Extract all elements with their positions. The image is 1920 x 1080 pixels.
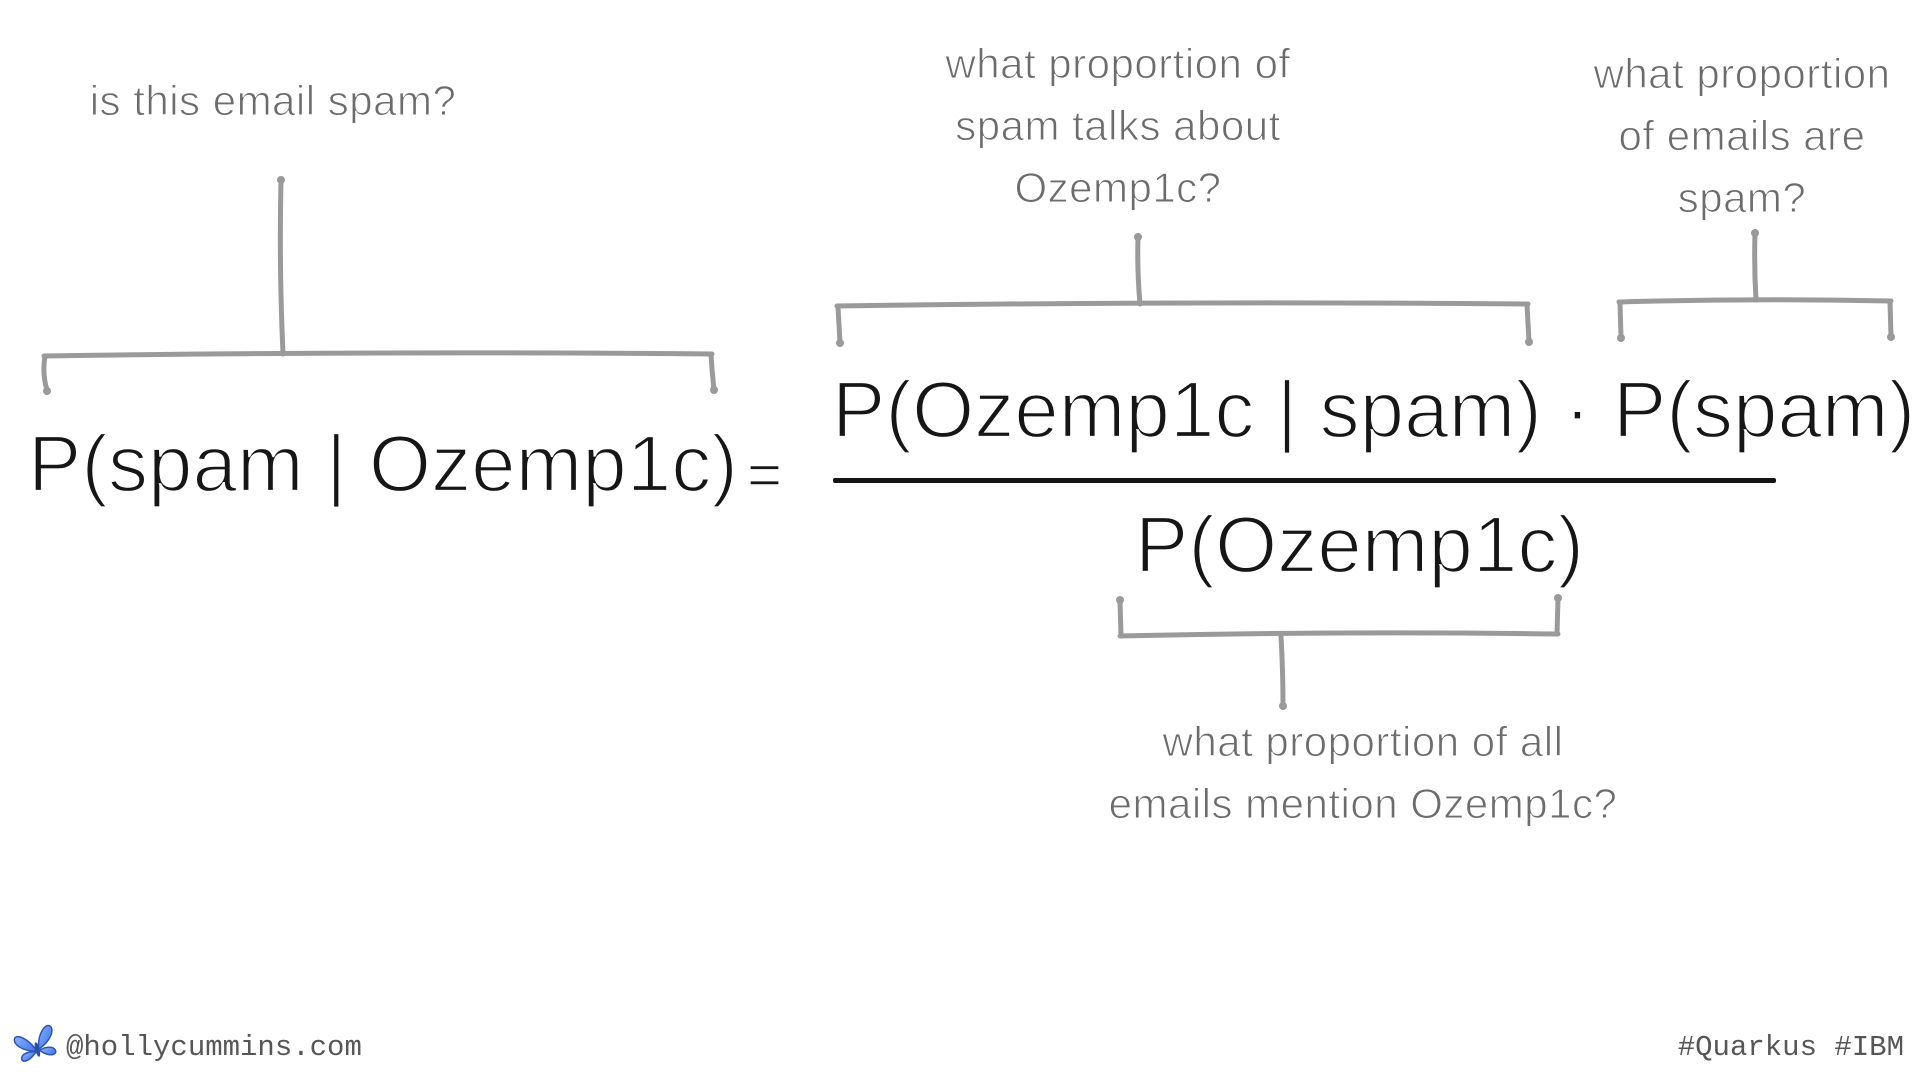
fraction-bar (833, 478, 1776, 483)
prior-annotation-line: what proportion (1593, 50, 1891, 98)
denominator-brace (1116, 594, 1562, 710)
lhs-annotation-line: is this email spam? (89, 77, 457, 125)
equals-sign: = (746, 441, 783, 508)
numerator-annotation-line: Ozemp1c? (1014, 164, 1222, 212)
footer-handle: @hollycummins.com (66, 1031, 362, 1064)
denominator-annotation-line: emails mention Ozemp1c? (1108, 780, 1618, 828)
numerator-annotation-line: spam talks about (955, 102, 1281, 150)
fraction-numerator: P(Ozemp1c | spam) · P(spam) (831, 365, 1916, 454)
numerator-annotation-line: what proportion of (945, 40, 1291, 88)
prior-annotation: what proportion of emails are spam? (1442, 43, 1920, 229)
numerator-annotation: what proportion of spam talks about Ozem… (818, 33, 1418, 219)
denominator-annotation-line: what proportion of all (1162, 718, 1564, 766)
denominator-annotation: what proportion of all emails mention Oz… (1063, 711, 1663, 835)
numerator-brace (834, 233, 1533, 347)
lhs-annotation: is this email spam? (0, 70, 573, 132)
footer-hashtags: #Quarkus #IBM (1677, 1031, 1904, 1064)
prior-annotation-line: of emails are (1618, 112, 1866, 160)
prior-brace (1616, 229, 1895, 342)
prior-annotation-line: spam? (1677, 174, 1807, 222)
fraction-denominator: P(Ozemp1c) (1134, 500, 1585, 589)
equation-lhs: P(spam | Ozemp1c) (27, 419, 739, 508)
bluesky-butterfly-icon (13, 1024, 57, 1062)
lhs-brace (41, 176, 718, 395)
